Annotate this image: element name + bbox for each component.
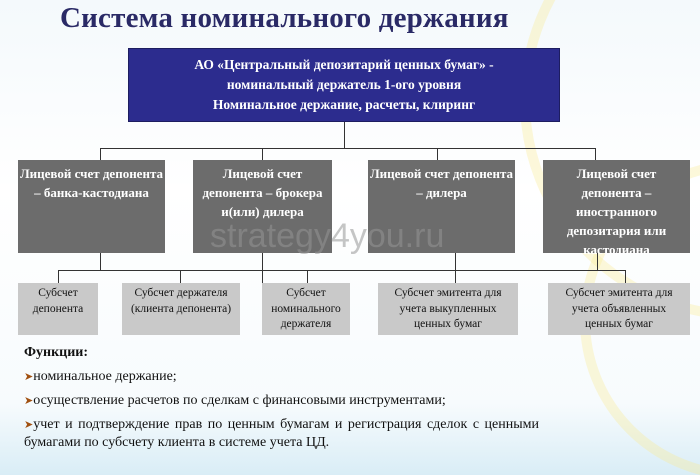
arrow-bullet-icon: ➤: [24, 395, 34, 407]
page-title: Система номинального держания: [60, 2, 509, 34]
connector: [100, 148, 596, 149]
item-text: учет и подтверждение прав по ценным бума…: [24, 417, 539, 450]
connector: [58, 270, 59, 283]
account-bank-custodian: Лицевой счет депонента – банка-кастодиан…: [18, 160, 165, 253]
connector: [455, 253, 456, 283]
box-label: Субсчет депонента: [32, 287, 84, 315]
box-label: Лицевой счет депонента – банка-кастодиан…: [20, 166, 163, 200]
connector: [307, 270, 308, 283]
connector: [262, 253, 263, 283]
connector: [58, 270, 626, 271]
top-box-line: Номинальное держание, расчеты, клиринг: [212, 97, 476, 112]
box-label: Субсчет номинального держателя: [271, 287, 341, 330]
subaccount-issuer-redeemed: Субсчет эмитента для учета выкупленных ц…: [378, 283, 518, 335]
functions-heading: Функции:: [24, 345, 89, 360]
functions-list: Функции: ➤номинальное держание; ➤осущест…: [24, 344, 539, 458]
box-label: Субсчет держателя (клиента депонента): [130, 287, 232, 315]
connector: [597, 253, 598, 270]
list-item: ➤номинальное держание;: [24, 368, 539, 386]
central-depository-box: АО «Центральный депозитарий ценных бумаг…: [128, 48, 560, 122]
subaccount-nominee: Субсчет номинального держателя: [262, 283, 350, 335]
subaccount-issuer-declared: Субсчет эмитента для учета объявленных ц…: [548, 283, 690, 335]
box-label: Субсчет эмитента для учета объявленных ц…: [565, 287, 673, 330]
connector: [437, 148, 438, 160]
subaccount-holder: Субсчет держателя (клиента депонента): [122, 283, 240, 335]
top-box-line: номинальный держатель 1-ого уровня: [226, 77, 462, 92]
connector: [344, 122, 345, 148]
box-label: Лицевой счет депонента – брокера и(или) …: [202, 166, 323, 219]
top-box-line: АО «Центральный депозитарий ценных бумаг…: [194, 57, 494, 72]
connector: [595, 148, 596, 160]
connector: [625, 270, 626, 283]
item-text: осуществление расчетов по сделкам с фина…: [33, 393, 446, 408]
list-item: ➤осуществление расчетов по сделкам с фин…: [24, 392, 539, 410]
account-dealer: Лицевой счет депонента – дилера: [368, 160, 515, 253]
arrow-bullet-icon: ➤: [24, 371, 34, 383]
arrow-bullet-icon: ➤: [24, 419, 34, 431]
watermark: strategy4you.ru: [210, 217, 445, 255]
box-label: Лицевой счет депонента – дилера: [370, 166, 513, 200]
account-broker-dealer: Лицевой счет депонента – брокера и(или) …: [193, 160, 332, 253]
connector: [180, 270, 181, 283]
box-label: Лицевой счет депонента – иностранного де…: [566, 166, 667, 257]
account-foreign-depository: Лицевой счет депонента – иностранного де…: [543, 160, 690, 257]
list-item: ➤учет и подтверждение прав по ценным бум…: [24, 416, 539, 452]
connector: [100, 148, 101, 160]
connector: [100, 253, 101, 270]
subaccount-depositor: Субсчет депонента: [18, 283, 98, 335]
item-text: номинальное держание;: [33, 369, 177, 384]
box-label: Субсчет эмитента для учета выкупленных ц…: [394, 287, 502, 330]
connector: [262, 148, 263, 160]
